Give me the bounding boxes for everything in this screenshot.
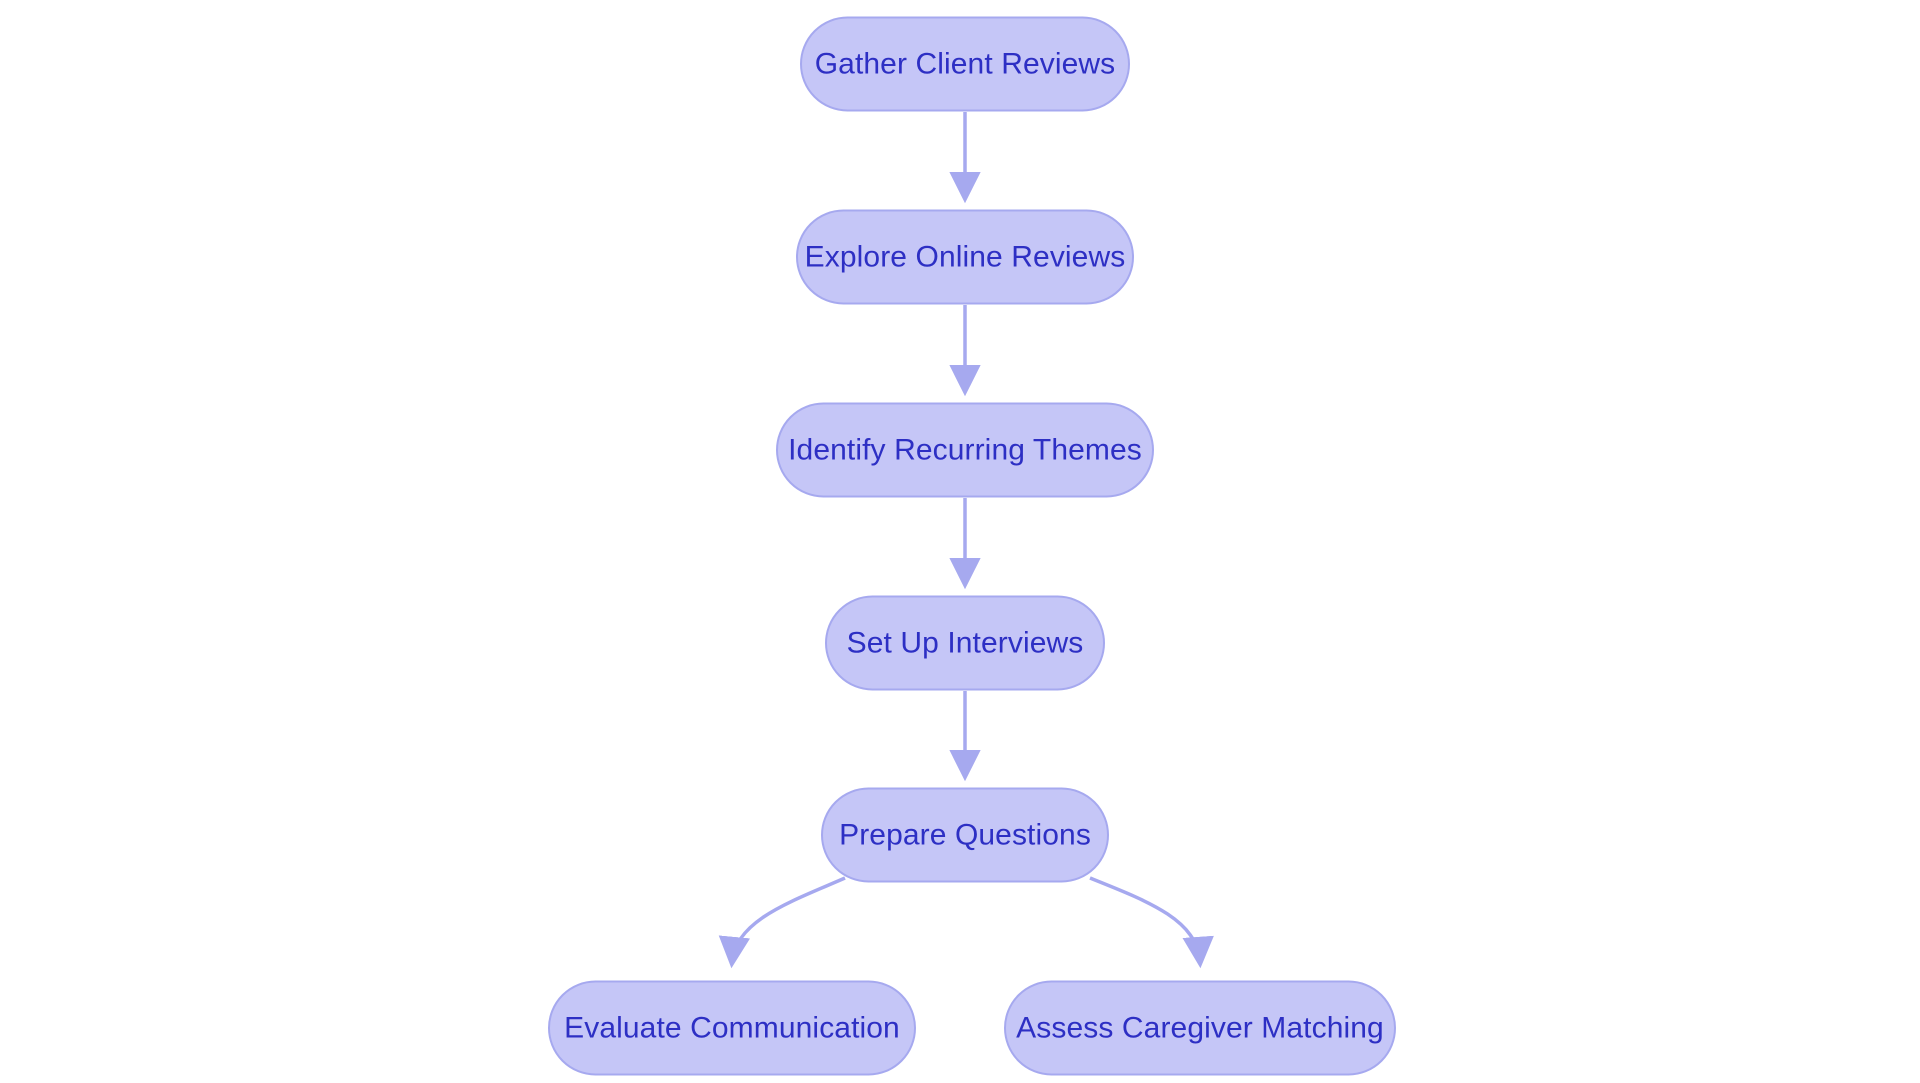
node-label-set-up-interviews: Set Up Interviews bbox=[846, 626, 1084, 659]
node-assess-caregiver-matching[interactable]: Assess Caregiver Matching bbox=[1004, 980, 1396, 1076]
node-label-gather-client-reviews: Gather Client Reviews bbox=[814, 47, 1116, 80]
node-set-up-interviews[interactable]: Set Up Interviews bbox=[825, 595, 1105, 691]
node-label-evaluate-communication: Evaluate Communication bbox=[564, 1011, 900, 1044]
node-label-explore-online-reviews: Explore Online Reviews bbox=[804, 240, 1126, 273]
edge-prepare-to-assess bbox=[1089, 876, 1214, 969]
edge-prepare-to-evaluate bbox=[718, 876, 846, 969]
node-identify-recurring-themes[interactable]: Identify Recurring Themes bbox=[776, 402, 1154, 498]
node-label-identify-recurring-themes: Identify Recurring Themes bbox=[788, 433, 1142, 466]
node-explore-online-reviews[interactable]: Explore Online Reviews bbox=[796, 209, 1134, 305]
node-label-assess-caregiver-matching: Assess Caregiver Matching bbox=[1016, 1011, 1384, 1044]
node-evaluate-communication[interactable]: Evaluate Communication bbox=[548, 980, 916, 1076]
node-label-prepare-questions: Prepare Questions bbox=[839, 818, 1091, 851]
node-prepare-questions[interactable]: Prepare Questions bbox=[821, 787, 1109, 883]
node-gather-client-reviews[interactable]: Gather Client Reviews bbox=[800, 16, 1130, 112]
